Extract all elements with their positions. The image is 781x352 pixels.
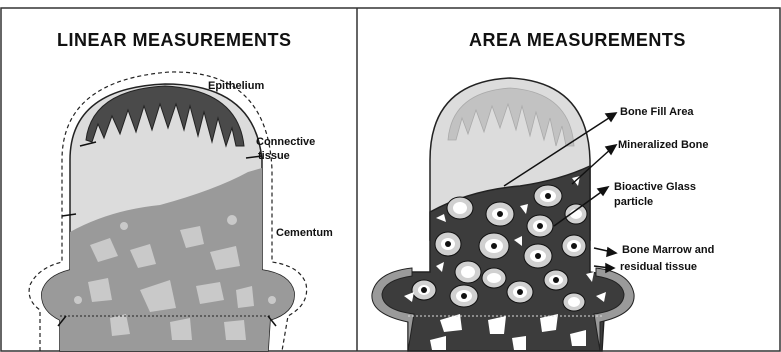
particle <box>562 235 586 257</box>
particle <box>565 204 587 224</box>
label-bioactive-line1: Bioactive Glass <box>614 181 696 194</box>
arrowhead-marrow-1 <box>607 248 616 256</box>
particle <box>486 202 514 226</box>
left-specimen <box>29 72 307 351</box>
particle <box>524 244 552 268</box>
label-connective-line2: tissue <box>258 150 290 163</box>
particle <box>563 293 585 311</box>
arrowhead-marrow-2 <box>606 264 614 272</box>
label-bioactive-line2: particle <box>614 196 653 209</box>
label-cementum: Cementum <box>276 227 333 240</box>
particle <box>447 197 473 219</box>
particle <box>412 280 436 300</box>
particle <box>534 185 562 207</box>
particle <box>450 285 478 307</box>
label-marrow-line1: Bone Marrow and <box>622 244 714 257</box>
particle <box>507 281 533 303</box>
particle <box>479 233 509 259</box>
particle <box>482 268 506 288</box>
label-connective-line1: Connective <box>256 136 315 149</box>
particle <box>435 232 461 256</box>
label-marrow-line2: residual tissue <box>620 261 697 274</box>
right-specimen <box>372 78 634 351</box>
particle <box>455 261 481 283</box>
label-mineralized-bone: Mineralized Bone <box>618 139 708 152</box>
left-panel-title: LINEAR MEASUREMENTS <box>57 30 292 51</box>
right-panel-title: AREA MEASUREMENTS <box>469 30 686 51</box>
particle <box>527 215 553 237</box>
label-bone-fill-area: Bone Fill Area <box>620 106 694 119</box>
particle <box>544 270 568 290</box>
label-epithelium: Epithelium <box>208 80 264 93</box>
